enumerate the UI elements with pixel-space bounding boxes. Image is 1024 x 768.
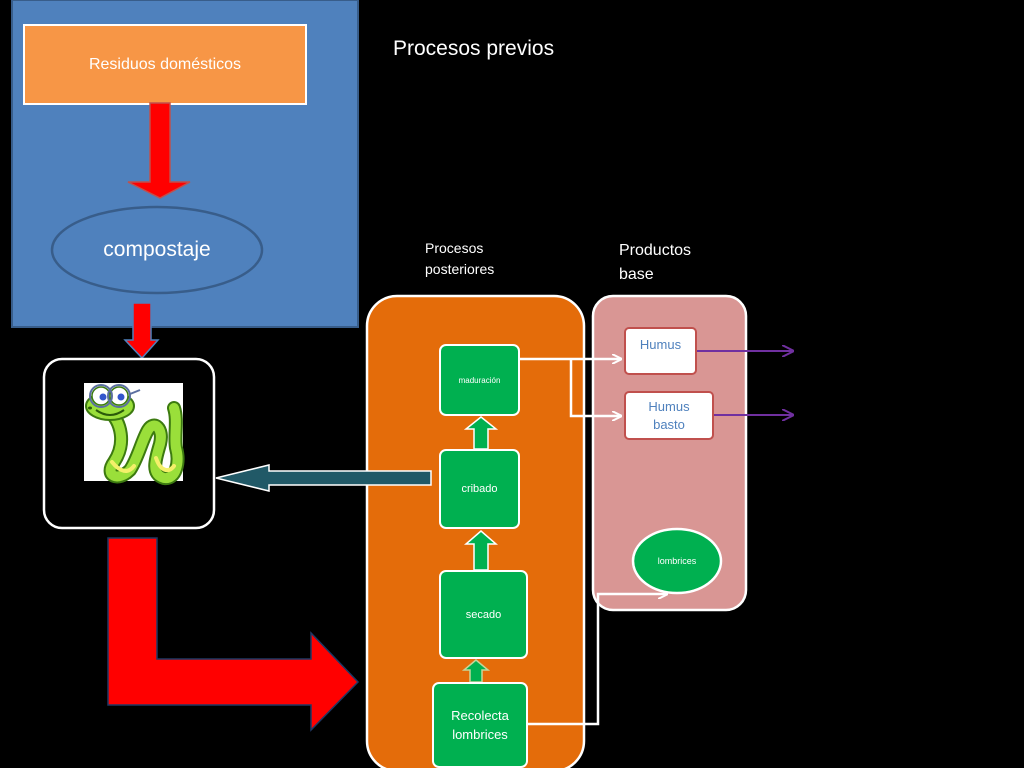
posteriores-panel	[365, 294, 586, 768]
compostaje-ellipse	[50, 205, 264, 295]
posteriores-title: Procesos posteriores	[425, 238, 494, 280]
connector-recolecta-lombrices	[528, 594, 666, 726]
arrow-secado-to-cribado	[463, 530, 499, 571]
product-humus-basto-line2: basto	[653, 416, 685, 432]
arrow-worm-to-recolecta	[107, 537, 360, 732]
node-cribado: cribado	[439, 449, 520, 529]
posteriores-title-line2: posteriores	[425, 261, 495, 277]
residuos-box	[23, 24, 307, 105]
node-recolecta-line2: lombrices	[452, 727, 508, 742]
arrow-cribado-to-worm	[215, 464, 432, 492]
product-lombrices: lombrices	[657, 556, 697, 566]
node-secado: secado	[439, 570, 528, 659]
arrow-residuos-to-compostaje	[127, 102, 191, 199]
arrow-cribado-to-maduracion	[463, 416, 499, 450]
connector-maduracion-humus-basto	[569, 359, 620, 416]
product-humus: Humus	[624, 327, 697, 375]
product-humus-basto-line1: Humus	[648, 398, 690, 414]
product-humus-label: Humus	[639, 337, 682, 352]
compostaje-label: compostaje	[103, 238, 211, 261]
arrow-compostaje-to-worm	[123, 302, 160, 360]
cartoon-worm-with-glasses-icon	[85, 384, 185, 486]
node-recolecta: Recolecta lombrices	[432, 682, 528, 768]
posteriores-title-line1: Procesos	[425, 240, 484, 256]
productos-title-line2: base	[619, 266, 654, 283]
node-recolecta-line1: Recolecta	[451, 708, 509, 723]
product-humus-basto: Humus basto	[624, 391, 714, 440]
node-maduracion: maduración	[439, 344, 520, 416]
arrow-recolecta-to-secado	[461, 659, 491, 683]
lombrices-ellipse	[631, 527, 723, 595]
productos-title: Productos base	[619, 239, 691, 287]
previos-title: Procesos previos	[393, 37, 555, 60]
productos-title-line1: Productos	[619, 242, 692, 259]
residuos-label: Residuos domésticos	[88, 55, 242, 73]
